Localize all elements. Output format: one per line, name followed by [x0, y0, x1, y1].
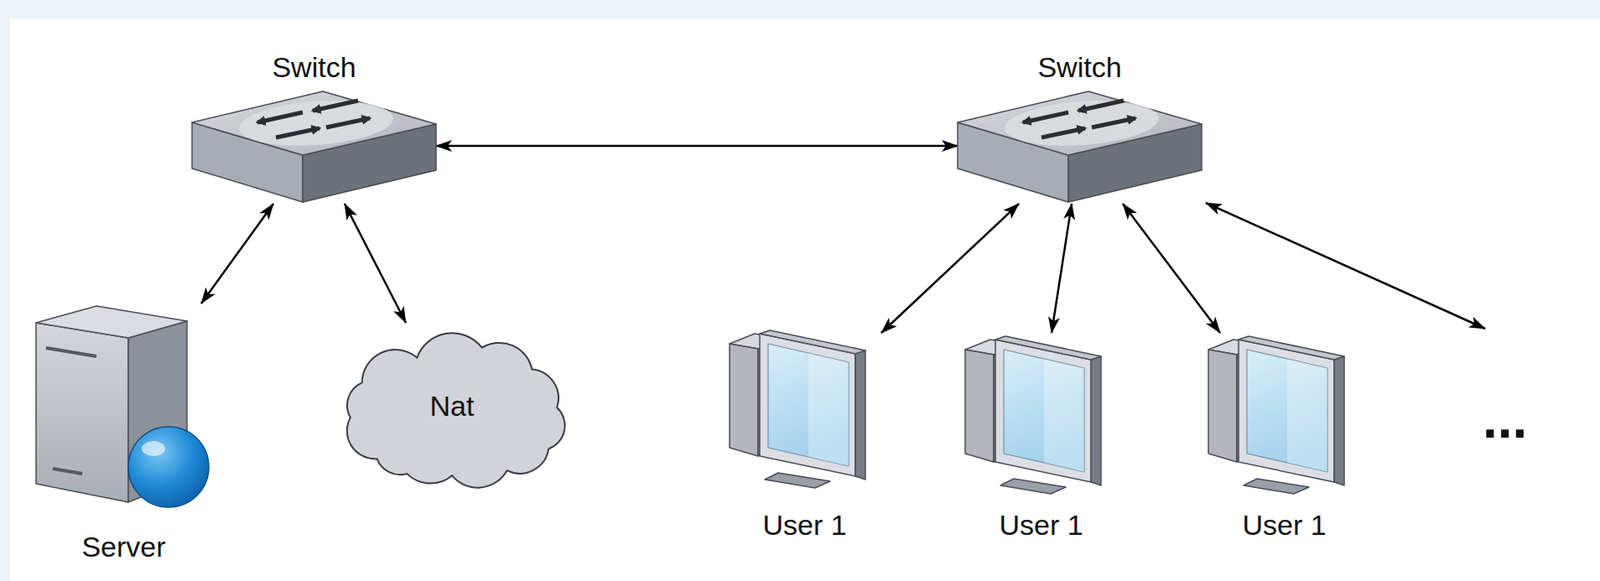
node-label: Nat — [327, 389, 577, 423]
user-workstation: User 1 — [1208, 334, 1361, 542]
user-workstation-icon — [729, 328, 880, 489]
connector-arrow — [1122, 203, 1221, 333]
ellipsis-label: ... — [1482, 392, 1528, 447]
server-icon: Server — [36, 304, 212, 564]
server-icon-icon — [36, 304, 212, 503]
user-workstation: User 1 — [965, 334, 1117, 542]
node-label: Switch — [957, 50, 1202, 84]
network-switch-icon — [957, 89, 1202, 203]
connector-arrow — [201, 203, 274, 304]
node-label: Server — [36, 529, 212, 564]
white-ground — [10, 18, 1600, 581]
node-label: User 1 — [1208, 508, 1361, 542]
user-workstation-icon — [965, 334, 1116, 494]
open-ended-arrow — [1205, 202, 1486, 329]
nat-cloud: Nat — [327, 324, 577, 487]
network-switch: Switch — [192, 50, 437, 203]
user-workstation-icon — [1208, 334, 1359, 494]
connector-arrow — [344, 203, 406, 323]
user-workstation: User 1 — [729, 328, 880, 542]
network-switch-icon — [192, 89, 437, 203]
node-label: User 1 — [729, 508, 880, 542]
node-label: Switch — [192, 50, 437, 84]
network-switch: Switch — [957, 50, 1202, 203]
connector-arrow — [881, 203, 1019, 333]
connector-arrow — [1051, 203, 1072, 333]
connector-arrow — [436, 145, 958, 148]
node-label: User 1 — [965, 508, 1117, 542]
